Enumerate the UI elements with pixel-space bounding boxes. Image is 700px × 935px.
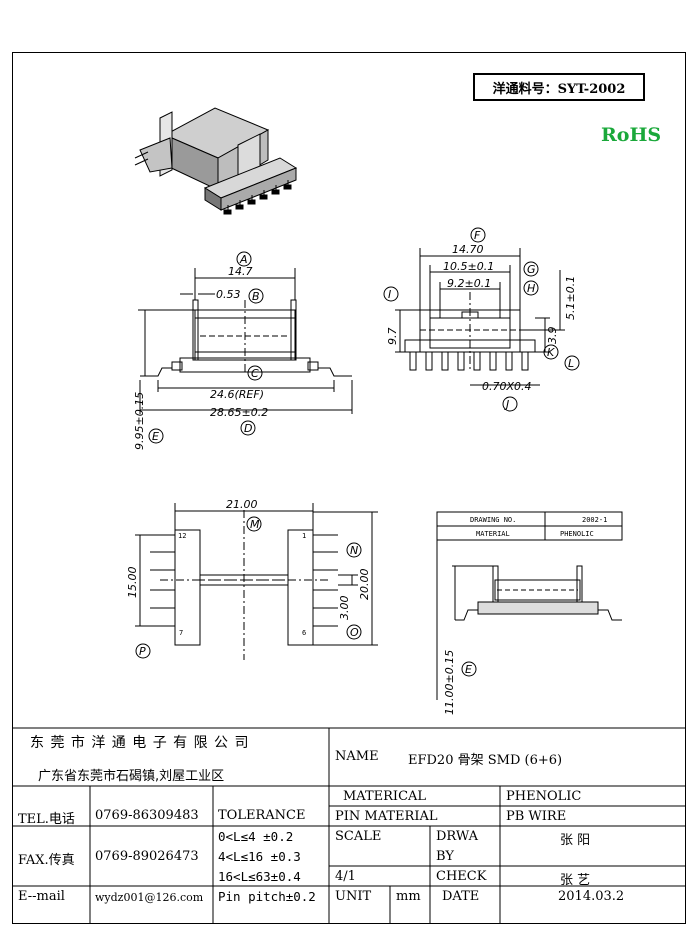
- tolerance-row-4: Pin pitch±0.2: [218, 889, 316, 904]
- name-label: NAME: [335, 749, 379, 764]
- label-d: D: [244, 422, 252, 435]
- label-e: E: [152, 430, 159, 443]
- drawn-by-value: 张 阳: [560, 833, 591, 848]
- dim-p: 15.00: [126, 567, 139, 599]
- tel-label: TEL.电话: [18, 812, 75, 827]
- label-f: F: [474, 229, 481, 242]
- label-k: K: [547, 346, 555, 359]
- label-l: L: [568, 357, 574, 370]
- scale-value: 4/1: [335, 869, 356, 884]
- dim-d: 28.65±0.2: [210, 406, 268, 419]
- pin-1: 1: [302, 532, 306, 540]
- email-value: wydz001@126.com: [95, 891, 204, 904]
- mini-label-e: E: [465, 663, 472, 676]
- material-value: PHENOLIC: [506, 789, 582, 804]
- tolerance-row-3: 16<L≤63±0.4: [218, 869, 301, 884]
- rohs-mark: RoHS: [601, 124, 662, 146]
- label-a: A: [239, 253, 248, 266]
- bottom-view: [135, 503, 378, 660]
- dim-f: 14.70: [452, 243, 484, 256]
- tolerance-row-2: 4<L≤16 ±0.3: [218, 849, 301, 864]
- label-j: J: [504, 398, 509, 411]
- tel-value: 0769-86309483: [95, 808, 199, 823]
- dim-n: 20.00: [358, 569, 371, 601]
- isometric-view: [134, 107, 298, 215]
- mini-material: PHENOLIC: [560, 530, 594, 538]
- fax-value: 0769-89026473: [95, 849, 199, 864]
- dim-m: 21.00: [226, 498, 258, 511]
- company-name: 东 莞 市 洋 通 电 子 有 限 公 司: [30, 735, 250, 751]
- label-c: C: [251, 367, 259, 380]
- tolerance-row-1: 0<L≤4 ±0.2: [218, 829, 294, 844]
- drawing-frame: [12, 52, 686, 924]
- scale-label: SCALE: [335, 829, 382, 844]
- check-label: CHECK: [436, 869, 487, 884]
- pin-material-label: PIN MATERIAL: [335, 809, 438, 824]
- dim-o: 3.00: [338, 596, 351, 621]
- side-view: [383, 227, 580, 412]
- date-value: 2014.03.2: [558, 889, 625, 904]
- label-n: N: [350, 544, 358, 557]
- company-address: 广东省东莞市石碣镇,刘屋工业区: [38, 769, 225, 784]
- mini-drawing-no-label: DRAWING NO.: [470, 516, 516, 524]
- label-p: P: [139, 645, 146, 658]
- mini-drawing-no: 2002-1: [582, 516, 607, 524]
- dim-c: 24.6(REF): [210, 388, 264, 401]
- dim-l: 5.1±0.1: [564, 276, 577, 320]
- unit-value: mm: [396, 889, 421, 904]
- drawn-by-label-2: BY: [436, 849, 454, 864]
- dim-h: 9.2±0.1: [447, 277, 491, 290]
- label-i: I: [388, 288, 391, 301]
- label-b: B: [252, 290, 260, 303]
- pin-12: 12: [178, 532, 186, 540]
- dim-a: 14.7: [228, 265, 253, 278]
- dim-g: 10.5±0.1: [443, 260, 494, 273]
- tolerance-label: TOLERANCE: [218, 808, 306, 823]
- email-label: E--mail: [18, 889, 65, 904]
- front-view: [138, 251, 353, 444]
- date-label: DATE: [442, 889, 480, 904]
- check-value: 张 艺: [560, 873, 591, 888]
- title-block-grid: [12, 727, 686, 924]
- part-number-box: 洋通料号：SYT-2002: [473, 73, 645, 101]
- drawn-by-label-1: DRWA: [436, 829, 479, 844]
- label-m: M: [250, 518, 260, 531]
- name-value: EFD20 骨架 SMD (6+6): [408, 753, 563, 768]
- fax-label: FAX.传真: [18, 853, 75, 868]
- dim-j: 0.70X0.4: [482, 380, 532, 393]
- material-label: MATERICAL: [343, 789, 427, 804]
- label-h: H: [527, 282, 535, 295]
- mini-dim-e: 11.00±0.15: [443, 650, 456, 715]
- pin-material-value: PB WIRE: [506, 809, 567, 824]
- pin-7: 7: [179, 629, 183, 637]
- unit-label: UNIT: [335, 889, 372, 904]
- pin-6: 6: [302, 629, 306, 637]
- mini-material-label: MATERIAL: [476, 530, 510, 538]
- part-number: 洋通料号：SYT-2002: [492, 81, 626, 97]
- dim-k: 3.9: [546, 327, 559, 345]
- label-o: O: [350, 626, 359, 639]
- dim-e: 9.95±0.15: [133, 392, 146, 450]
- dim-b: 0.53: [216, 288, 241, 301]
- mini-drawing: [436, 511, 623, 700]
- label-g: G: [527, 263, 536, 276]
- dim-i: 9.7: [386, 328, 399, 346]
